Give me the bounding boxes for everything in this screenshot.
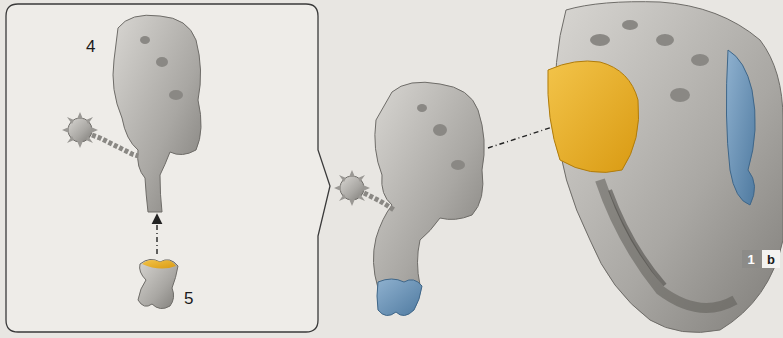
- spiky-head: [62, 112, 138, 156]
- inset-frame: [6, 4, 330, 332]
- assembly-arrow: [156, 216, 157, 254]
- stapes: [138, 259, 178, 308]
- stapes-base: [377, 279, 422, 316]
- incus-stapes-assembly: [373, 82, 484, 288]
- figure-badge: 1: [742, 250, 760, 268]
- callout-number: 5: [184, 290, 193, 307]
- yellow-window: [548, 61, 639, 172]
- figure-badge: b: [762, 250, 780, 268]
- spiky-head: [334, 170, 394, 210]
- incus: [113, 15, 201, 212]
- blue-region: [726, 50, 755, 205]
- badge-text: 1: [747, 253, 754, 266]
- callout-number: 4: [86, 38, 95, 55]
- badge-text: b: [767, 253, 775, 266]
